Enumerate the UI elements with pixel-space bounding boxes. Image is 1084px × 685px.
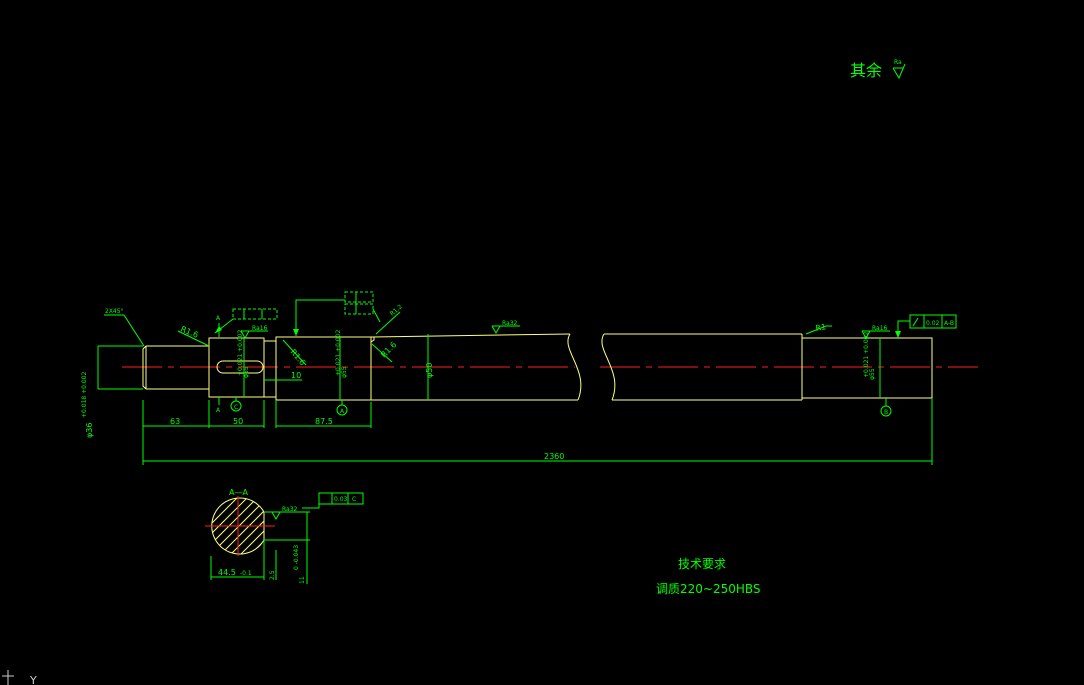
dim-length-total: 2360 [544, 452, 564, 461]
section-title: A—A [229, 488, 248, 497]
keyway-slot [216, 360, 264, 374]
roughness-symbols: Ra16 Ra32 Ra16 [240, 320, 890, 340]
sec-tol-datum: C [352, 496, 356, 503]
datum-c-label: C [234, 404, 238, 411]
dim-length-50: 50 [233, 417, 243, 426]
section-mark-bottom: A [216, 407, 221, 414]
roughness-a: Ra16 [252, 325, 268, 332]
other-surfaces-label: 其余 [850, 61, 882, 80]
datum-markers: A A C A B [216, 315, 892, 417]
roughness-symbol-icon [892, 63, 906, 80]
tol-right-value: 0.02 [926, 320, 940, 327]
dim-d-collar-tol: +0.021 +0.002 [335, 330, 342, 376]
technical-requirements: 技术要求 调质220~250HBS [656, 557, 761, 596]
roughness-c: Ra16 [872, 325, 888, 332]
datum-a-label: A [340, 408, 345, 415]
dim-length-87: 87.5 [315, 417, 333, 426]
sec-tol-value: 0.03 [334, 496, 348, 503]
break-line-left [567, 333, 582, 401]
break-line-right [601, 333, 616, 401]
dim-d-left-tol: +0.018 +0.002 [81, 372, 88, 418]
dim-radius-2: R1.6 [288, 348, 307, 368]
dim-radius-4: R1 [815, 322, 827, 333]
dim-d-left: φ36 [85, 423, 94, 438]
dim-length-10: 10 [291, 371, 301, 380]
dim-d-mid: φ50 [425, 363, 434, 378]
dim-d-collar: φ55 [341, 366, 348, 378]
dim-length-63: 63 [170, 417, 180, 426]
sec-roughness: Ra32 [282, 506, 298, 513]
ucs-icon: Y [2, 670, 37, 685]
sec-dim-r: 2.5 [269, 570, 276, 580]
dim-d-right-tol: +0.021 +0.002 [863, 332, 870, 378]
tech-req-item: 调质220~250HBS [656, 582, 761, 596]
ucs-y-label: Y [29, 674, 37, 685]
datum-b-label: B [884, 409, 888, 416]
sec-dim-width-tol: -0.1 [240, 570, 252, 577]
tech-req-title: 技术要求 [678, 557, 726, 571]
dim-chamfer: 2X45° [105, 308, 124, 315]
general-roughness-note: 其余 Ra [850, 59, 906, 80]
sec-dim-width: 44.5 [218, 568, 236, 577]
sec-dim-key: 11 [299, 576, 306, 584]
section-mark-top: A [216, 315, 221, 322]
tolerance-frames: 0.02 A-B [214, 291, 957, 338]
sec-dim-key-tol: 0 -0.043 [293, 545, 300, 570]
section-view-a-a: A—A 44.5 -0.1 2.5 11 [205, 488, 364, 584]
dim-d-bearing1: φ55 [243, 366, 250, 378]
roughness-symbol-label: Ra [894, 59, 902, 66]
dim-d-bearing1-tol: +0.021 +0.002 [237, 330, 244, 376]
dim-radius-3: R1.6 [379, 340, 398, 359]
shaft-outline [142, 333, 933, 401]
dim-d-right: φ55 [869, 368, 876, 380]
dim-radius-1: R1.6 [179, 325, 199, 340]
roughness-b: Ra32 [502, 320, 518, 327]
tol-right-datum: A-B [944, 320, 954, 327]
